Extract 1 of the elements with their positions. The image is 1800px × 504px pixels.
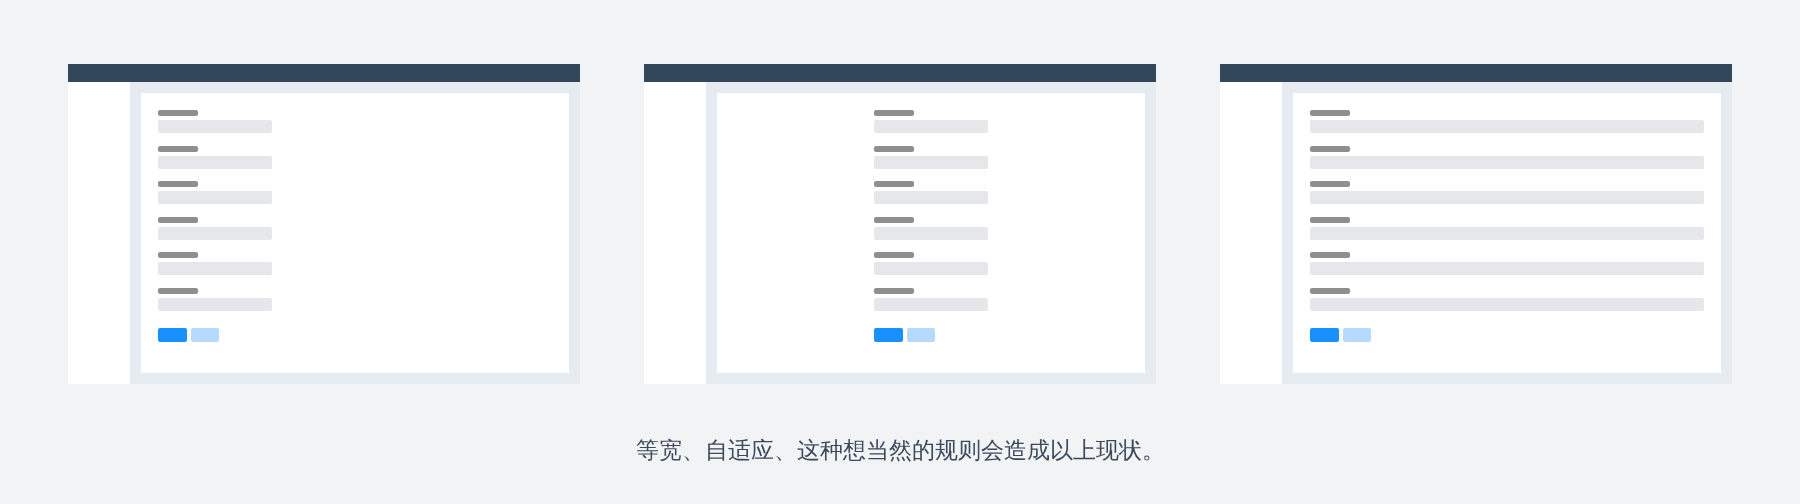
caption: 等宽、自适应、这种想当然的规则会造成以上现状。 bbox=[635, 436, 1165, 465]
